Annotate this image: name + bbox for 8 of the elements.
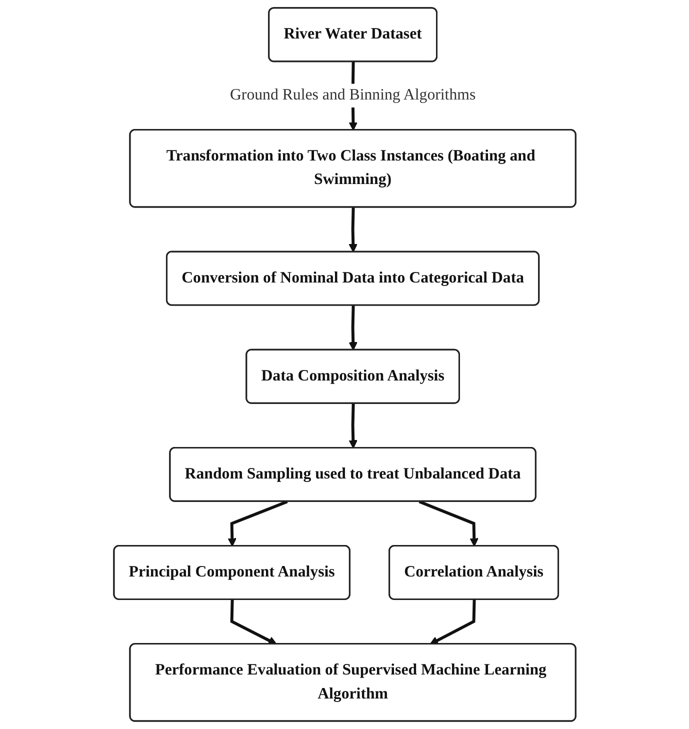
- arrow: [227, 500, 288, 547]
- arrow: [429, 600, 476, 645]
- arrow: [418, 500, 478, 547]
- arrow: [348, 207, 358, 252]
- arrow: [348, 404, 358, 449]
- edge-label: Ground Rules and Binning Algorithms: [230, 86, 476, 104]
- arrow: [348, 306, 358, 351]
- arrow: [230, 600, 277, 645]
